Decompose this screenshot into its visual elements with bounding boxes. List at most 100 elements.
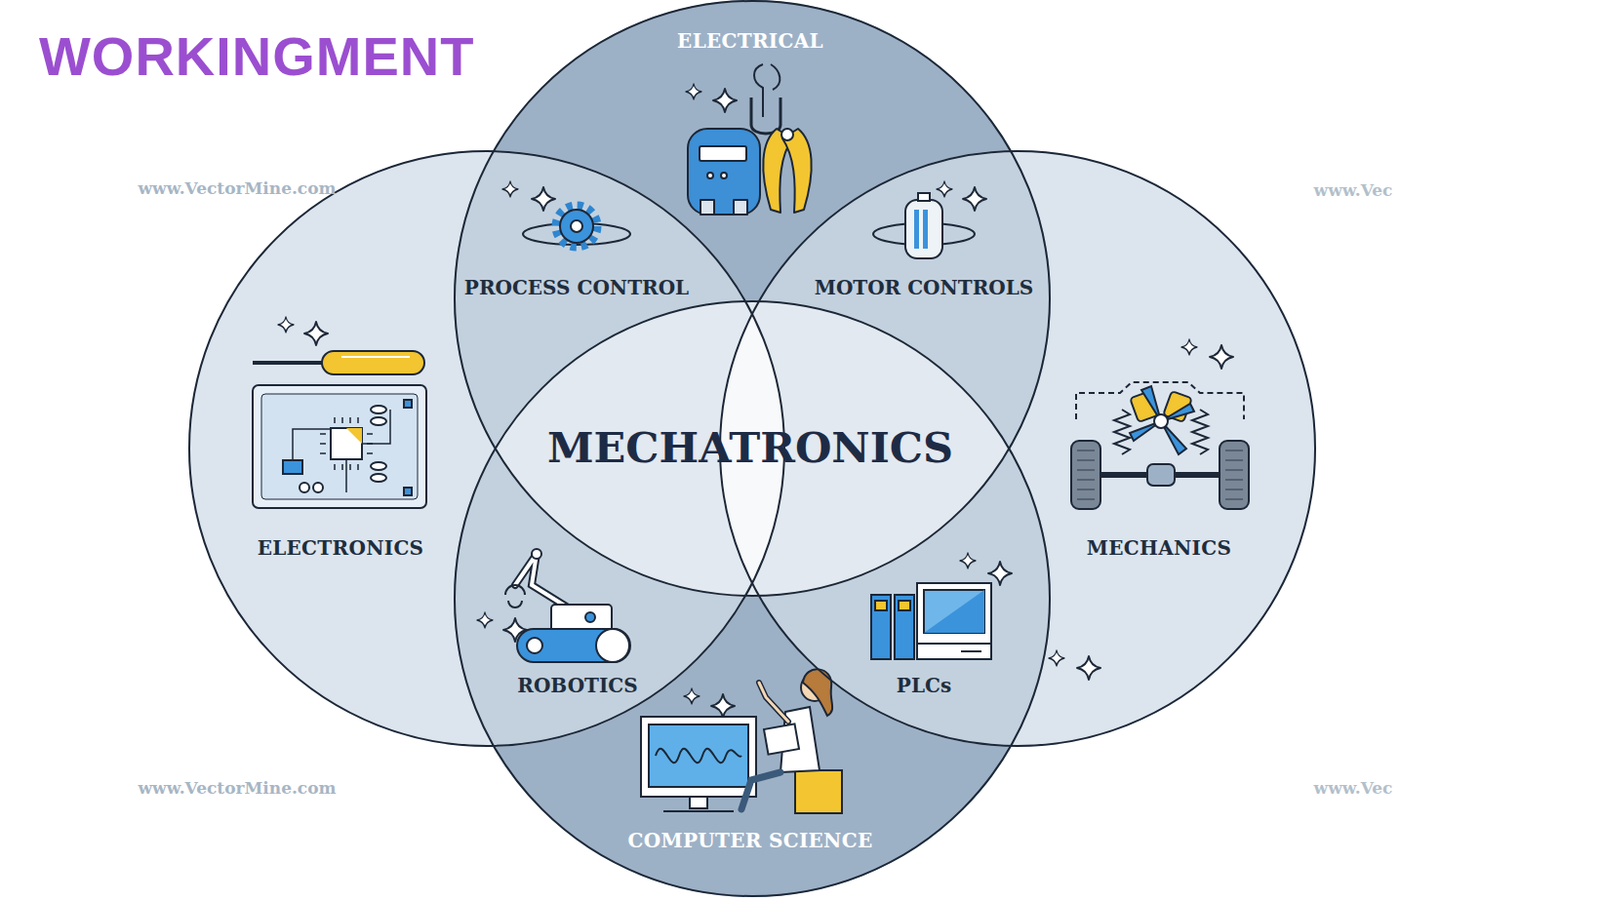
region-fills-part <box>188 150 1317 748</box>
robot-arm-icon-part <box>585 612 596 623</box>
circuit-board-icon-part <box>370 417 387 426</box>
sparkles-part <box>683 688 700 705</box>
electrical-icon-part <box>707 172 714 179</box>
robot-arm-icon-part <box>517 629 631 663</box>
sparkles-part <box>685 83 702 100</box>
circuit-board-icon-part <box>403 487 412 496</box>
watermark: www.VectorMine.com <box>137 179 336 200</box>
gear-icon-part <box>570 220 583 233</box>
motor-icon <box>873 193 975 259</box>
circuit-board-icon-part <box>370 405 387 414</box>
computer-user-icon-part <box>795 770 842 814</box>
sparkles-part <box>711 694 735 719</box>
axle-icon-part <box>1114 409 1130 455</box>
gear-icon-part <box>556 205 598 247</box>
watermark: www.Vec <box>1314 181 1394 201</box>
circle-title: COMPUTER SCIENCE <box>628 830 874 853</box>
electrical-icon-part <box>781 128 794 141</box>
sparkles-part <box>962 187 987 211</box>
computer-user-icon-part <box>759 682 789 722</box>
computer-user-icon-part <box>663 810 734 813</box>
region-fills <box>188 0 1317 898</box>
robot-arm-icon-part <box>526 638 543 654</box>
robot-arm-icon-part <box>551 604 612 633</box>
sparkles-part <box>278 317 294 333</box>
axle-icon-part <box>1147 464 1175 486</box>
gear-icon-part <box>560 209 594 243</box>
sparkles-part <box>1209 345 1234 369</box>
sparkles-part <box>960 553 976 569</box>
center-title: MECHATRONICS <box>547 424 954 473</box>
overlap-label: ROBOTICS <box>517 675 638 698</box>
computer-user-icon-part <box>759 682 789 722</box>
robot-arm-icon-part <box>505 585 525 608</box>
circle-title: ELECTRONICS <box>257 537 425 560</box>
sparkles-part <box>936 181 953 198</box>
electrical-icon-part <box>782 128 812 213</box>
electrical-icon-part <box>733 200 748 215</box>
computer-user-icon-part <box>640 717 757 798</box>
circuit-board-icon-part <box>313 482 323 493</box>
plc-icon-part <box>871 595 891 660</box>
circuit-board-icon <box>252 351 427 509</box>
plc-icon-part <box>898 600 911 611</box>
axle-icon-part <box>1077 450 1243 500</box>
computer-user-icon-part <box>689 797 708 809</box>
circuit-board-icon-part <box>252 385 427 509</box>
sparkles-part <box>1048 650 1065 667</box>
computer-user-icon-part <box>802 669 833 717</box>
circuit-board-icon-part <box>346 428 362 444</box>
circle-outline-svg <box>453 300 1051 898</box>
motor-icon-part <box>914 209 920 249</box>
motor-icon-part <box>918 193 930 201</box>
computer-user-icon-part <box>763 723 800 755</box>
circuit-board-icon-part <box>341 356 410 359</box>
plc-icon <box>871 583 992 660</box>
circuit-board-icon-part <box>252 360 322 365</box>
plc-icon-part <box>923 590 985 634</box>
sparkles-part <box>988 561 1012 586</box>
overlap-label: PLCs <box>896 675 952 698</box>
circle-outline <box>454 0 1050 597</box>
robot-arm-icon <box>505 549 631 663</box>
brand-logo: WORKINGMENT <box>39 25 476 88</box>
circuit-board-icon-part <box>370 462 387 471</box>
electrical-icon <box>687 64 812 215</box>
electrical-icon-part <box>754 64 763 118</box>
sparkles-part <box>713 88 737 113</box>
plc-icon-part <box>875 600 887 611</box>
plc-icon-part <box>917 583 992 644</box>
circle-title: ELECTRICAL <box>677 30 824 53</box>
plc-icon-part <box>894 595 915 660</box>
electrical-icon-part <box>699 146 747 161</box>
gear-icon <box>522 205 631 247</box>
circuit-board-icon-part <box>370 474 387 482</box>
motor-icon-part <box>922 209 928 249</box>
watermark: www.Vec <box>1314 779 1394 800</box>
electrical-icon-part <box>687 128 760 215</box>
circuit-board-icon-part <box>261 394 418 500</box>
electrical-icon-part <box>700 200 715 215</box>
motor-icon-part <box>905 200 943 259</box>
robot-arm-icon-part <box>596 629 630 663</box>
circuit-board-icon-part <box>320 417 373 471</box>
circle-title: MECHANICS <box>1086 537 1232 560</box>
sparkles-part <box>477 612 493 629</box>
venn-circle: COMPUTER SCIENCE <box>453 300 1051 898</box>
circle-outline <box>454 301 1050 897</box>
sparkles-part <box>304 321 328 346</box>
circuit-board-icon-part <box>330 428 362 460</box>
sparkles-part <box>1077 656 1101 680</box>
sparkles-part <box>502 181 519 198</box>
computer-user-icon <box>640 669 842 814</box>
computer-user-icon-part <box>655 749 742 763</box>
robot-arm-icon-part <box>531 549 542 560</box>
circuit-board-icon-part <box>292 409 391 493</box>
axle-icon-part <box>1154 414 1168 429</box>
region-fills-part <box>188 150 1317 748</box>
plc-icon-part <box>960 650 982 653</box>
plc-icon-part <box>917 643 992 660</box>
circuit-board-icon-part <box>321 351 425 375</box>
electrical-icon-part <box>720 172 727 179</box>
